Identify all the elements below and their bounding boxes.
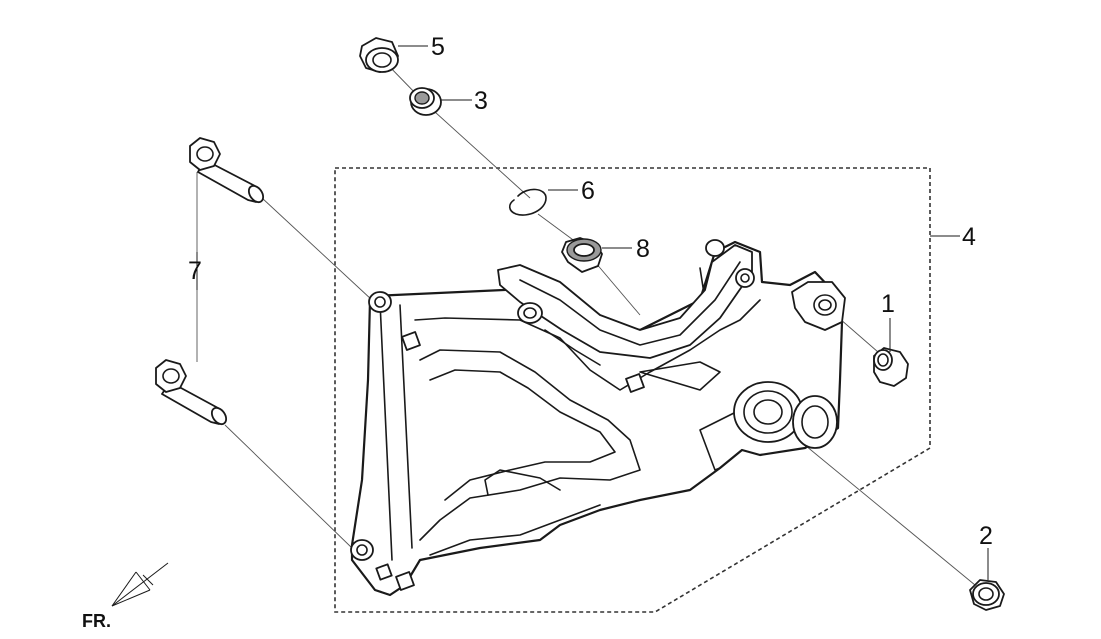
engine-hanger-bracket: [350, 239, 846, 597]
bushing-part-8: [561, 237, 603, 273]
flange-bolt-lower-part-7: [155, 359, 228, 426]
callout-7: 7: [188, 257, 202, 285]
callout-3: 3: [474, 87, 488, 115]
leader-lines: [196, 45, 989, 580]
nut-part-2: [969, 579, 1005, 611]
assembly-boundary: [334, 167, 931, 613]
collar-part-3: [409, 87, 442, 116]
callout-8: 8: [636, 235, 650, 263]
flange-nut-part-5: [359, 37, 399, 73]
callout-6: 6: [581, 177, 595, 205]
circlip-part-6: [508, 188, 547, 216]
front-direction-arrow: [111, 562, 169, 607]
flange-bolt-upper-part-7: [189, 137, 265, 204]
spacer-part-1: [873, 347, 909, 387]
callout-4: 4: [962, 223, 976, 251]
callout-1: 1: [881, 290, 895, 318]
callout-2: 2: [979, 522, 993, 550]
front-direction-label: FR.: [82, 611, 111, 631]
callout-5: 5: [431, 33, 445, 61]
